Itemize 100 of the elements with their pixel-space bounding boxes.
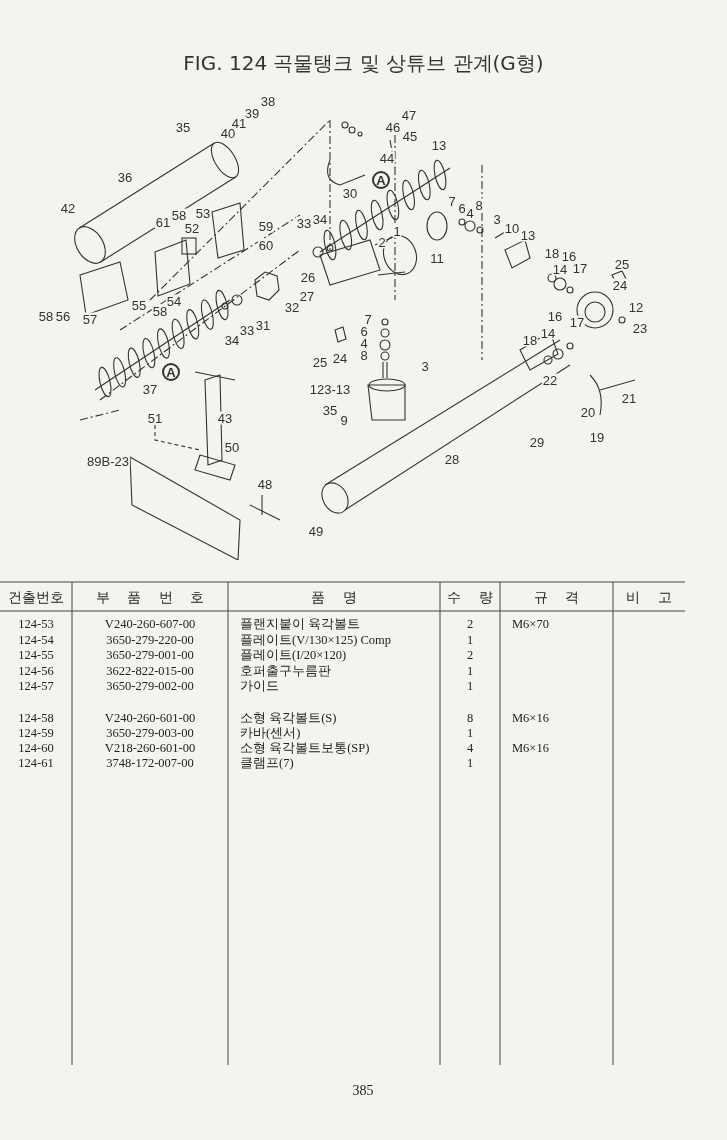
callout-number: 58: [170, 208, 188, 222]
callout-number: 27: [298, 289, 316, 303]
part-number: 3650-279-002-00: [106, 679, 194, 693]
part-number: 3650-279-220-00: [106, 633, 194, 647]
callout-number: 6: [359, 324, 369, 338]
callout-number: 14: [551, 262, 569, 276]
part-name: 클램프(7): [240, 756, 294, 770]
callout-number: 13: [519, 228, 537, 242]
callout-number: 56: [54, 309, 72, 323]
callout-number: 35: [174, 120, 192, 134]
quantity: 1: [466, 633, 474, 647]
part-name: 소형 육각볼트보통(SP): [240, 741, 370, 755]
ref-number: 124-56: [18, 664, 54, 678]
callout-number: 46: [384, 120, 402, 134]
callout-letter: A: [162, 363, 180, 381]
ref-number: 124-60: [18, 741, 54, 755]
callout-number: 32: [283, 300, 301, 314]
callout-number: 7: [447, 194, 457, 208]
callout-number: 39: [243, 106, 261, 120]
callout-number: 58: [37, 309, 55, 323]
callout-number: 13: [430, 138, 448, 152]
callout-number: 34: [223, 333, 241, 347]
callout-number: 9: [339, 413, 349, 427]
callout-number: 1: [392, 224, 402, 238]
specification: M6×70: [512, 617, 549, 631]
callout-number: 21: [620, 391, 638, 405]
callout-number: 10: [503, 221, 521, 235]
callout-number: 48: [256, 477, 274, 491]
callout-number: 33: [238, 323, 256, 337]
callout-number: 22: [541, 373, 559, 387]
ref-number: 124-57: [18, 679, 54, 693]
callout-number: 54: [165, 294, 183, 308]
quantity: 1: [466, 664, 474, 678]
callout-number: 52: [183, 221, 201, 235]
callout-number: 30: [341, 186, 359, 200]
callout-number: 14: [539, 326, 557, 340]
part-number: 3748-172-007-00: [106, 756, 194, 770]
callout-number: 18: [521, 333, 539, 347]
part-number: 3650-279-003-00: [106, 726, 194, 740]
callout-number: 17: [568, 315, 586, 329]
part-name: 소형 육각볼트(S): [240, 711, 337, 725]
column-header: 비 고: [626, 590, 672, 604]
callout-number: 8: [474, 198, 484, 212]
part-name: 가이드: [240, 679, 279, 693]
callout-number: 18: [543, 246, 561, 260]
callout-number: 45: [401, 129, 419, 143]
column-header: 건출번호: [8, 590, 64, 604]
callout-number: 3: [492, 212, 502, 226]
callout-number: 16: [546, 309, 564, 323]
callout-number: 33: [295, 216, 313, 230]
ref-number: 124-58: [18, 711, 54, 725]
callout-number: 4: [359, 336, 369, 350]
callout-number: 49: [307, 524, 325, 538]
callout-number: 43: [216, 411, 234, 425]
callout-number: 42: [59, 201, 77, 215]
column-header: 품 명: [311, 590, 357, 604]
callout-number: 19: [588, 430, 606, 444]
callout-number: 25: [613, 257, 631, 271]
part-number: V218-260-601-00: [104, 741, 196, 755]
callout-number: 24: [611, 278, 629, 292]
callout-number: 17: [571, 261, 589, 275]
part-number: V240-260-601-00: [104, 711, 196, 725]
column-header: 규 격: [533, 590, 580, 604]
callout-number: 61: [154, 215, 172, 229]
callout-number: 40: [219, 126, 237, 140]
part-name: 카바(센서): [240, 726, 301, 740]
callout-number: 57: [81, 312, 99, 326]
callout-number: 38: [259, 94, 277, 108]
callout-number: 26: [299, 270, 317, 284]
quantity: 1: [466, 756, 474, 770]
callout-number: 3: [420, 359, 430, 373]
column-header: 부 품 번 호: [96, 590, 204, 604]
callout-number: 47: [400, 108, 418, 122]
part-number: 3650-279-001-00: [106, 648, 194, 662]
callout-number: 51: [146, 411, 164, 425]
quantity: 2: [466, 617, 474, 631]
callout-number: 35: [321, 403, 339, 417]
callout-number: 4: [465, 206, 475, 220]
ref-number: 124-59: [18, 726, 54, 740]
callout-number: 53: [194, 206, 212, 220]
callout-number: 16: [560, 249, 578, 263]
callout-number: 36: [116, 170, 134, 184]
part-number: 3622-822-015-00: [106, 664, 194, 678]
callout-number: 60: [257, 238, 275, 252]
callout-number: 8: [359, 348, 369, 362]
callout-number: 44: [378, 151, 396, 165]
ref-number: 124-55: [18, 648, 54, 662]
callout-number: 12: [627, 300, 645, 314]
quantity: 8: [466, 711, 474, 725]
callout-number: 25: [311, 355, 329, 369]
page-number: 385: [352, 1081, 374, 1100]
quantity: 1: [466, 726, 474, 740]
callout-number: 11: [429, 251, 445, 265]
callout-number: 2: [377, 235, 387, 249]
callout-number: 29: [528, 435, 546, 449]
quantity: 4: [466, 741, 474, 755]
quantity: 2: [466, 648, 474, 662]
ref-number: 124-54: [18, 633, 54, 647]
callout-number: 28: [443, 452, 461, 466]
callout-number: 6: [457, 201, 467, 215]
